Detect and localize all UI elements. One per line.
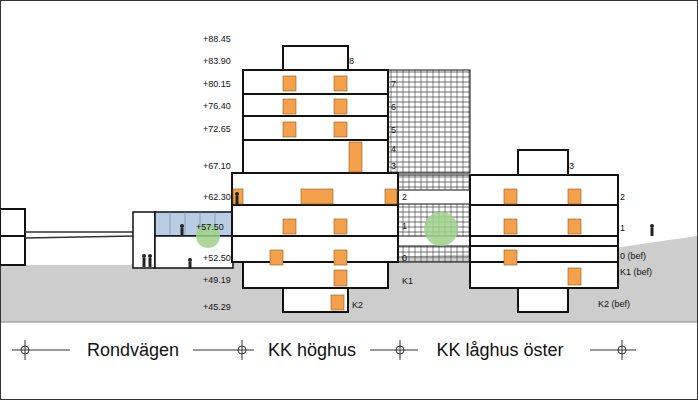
- floor-number: 1: [620, 224, 625, 233]
- level-height: +52.50: [203, 254, 231, 263]
- floor-number: 3: [569, 162, 574, 171]
- level-height: +80.15: [203, 80, 231, 89]
- level-height: +67.10: [203, 162, 231, 171]
- floor-number: 3: [391, 162, 396, 171]
- level-height: +49.19: [203, 276, 231, 285]
- floor-number: K1: [402, 277, 413, 286]
- floor-number: 0 (bef): [620, 252, 646, 261]
- level-height: +62.30: [203, 193, 231, 202]
- floor-number: 6: [391, 103, 396, 112]
- level-height: +45.29: [203, 303, 231, 312]
- floor-number: 4: [391, 145, 396, 154]
- floor-number: 1: [402, 222, 407, 231]
- floor-number: K2: [352, 301, 363, 310]
- floor-number: 7: [391, 80, 396, 89]
- floor-number: 2: [402, 193, 407, 202]
- building-name: KK låghus öster: [433, 341, 566, 359]
- level-height: +76.40: [203, 102, 231, 111]
- floor-number: K1 (bef): [620, 268, 652, 277]
- level-height: +72.65: [203, 125, 231, 134]
- level-height: +57.50: [196, 223, 224, 232]
- building-name: KK höghus: [265, 341, 359, 359]
- floor-number: 0: [402, 254, 407, 263]
- level-height: +88.45: [203, 35, 231, 44]
- floor-number: 5: [391, 126, 396, 135]
- floor-number: 2: [620, 193, 625, 202]
- building-name: Rondvägen: [84, 341, 182, 359]
- level-height: +83.90: [203, 57, 231, 66]
- floor-number: 8: [349, 57, 354, 66]
- floor-number: K2 (bef): [598, 300, 630, 309]
